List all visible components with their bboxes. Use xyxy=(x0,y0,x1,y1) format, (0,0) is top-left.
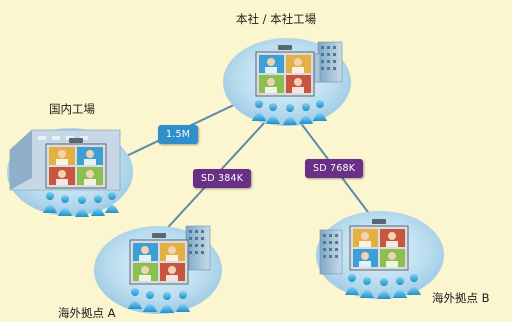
person-icon xyxy=(176,291,190,312)
monitor-icon xyxy=(255,51,315,97)
person-icon xyxy=(407,274,421,295)
person-icon xyxy=(283,104,297,125)
person-icon xyxy=(360,277,374,298)
person-icon xyxy=(299,103,313,124)
person-icon xyxy=(345,274,359,295)
node-domestic xyxy=(7,128,133,217)
person-icons xyxy=(252,100,327,125)
node-hq xyxy=(223,38,351,126)
person-icons xyxy=(345,274,421,299)
link-badge-hq-overseas-a: SD 384K xyxy=(193,169,252,188)
person-icon xyxy=(313,100,327,121)
building-icon xyxy=(185,225,211,271)
node-overseas-b xyxy=(316,211,444,299)
camera-icon xyxy=(69,138,83,143)
person-icon xyxy=(128,288,142,309)
link-badge-hq-overseas-b: SD 768K xyxy=(305,159,364,178)
person-icons xyxy=(128,288,190,313)
camera-icon xyxy=(152,233,166,238)
monitor-icon xyxy=(349,225,409,271)
node-label-hq: 本社 / 本社工場 xyxy=(236,12,317,26)
person-icon xyxy=(143,291,157,312)
person-icon xyxy=(105,192,119,213)
camera-icon xyxy=(278,45,292,50)
link-badge-domestic-hq: 1.5M xyxy=(158,125,199,144)
person-icon xyxy=(160,292,174,313)
node-label-overseas-a: 海外拠点 A xyxy=(58,306,116,320)
person-icons xyxy=(43,192,119,217)
person-icon xyxy=(377,278,391,299)
person-icon xyxy=(91,195,105,216)
node-overseas-a xyxy=(94,225,222,314)
building-icon xyxy=(319,229,343,275)
person-icon xyxy=(252,100,266,121)
person-icon xyxy=(58,195,72,216)
node-label-overseas-b: 海外拠点 B xyxy=(432,291,490,305)
person-icon xyxy=(393,277,407,298)
person-icon xyxy=(75,196,89,217)
monitor-icon xyxy=(129,239,189,285)
camera-icon xyxy=(372,219,386,224)
person-icon xyxy=(266,103,280,124)
node-label-domestic: 国内工場 xyxy=(49,102,95,116)
monitor-icon xyxy=(45,143,107,189)
person-icon xyxy=(43,192,57,213)
